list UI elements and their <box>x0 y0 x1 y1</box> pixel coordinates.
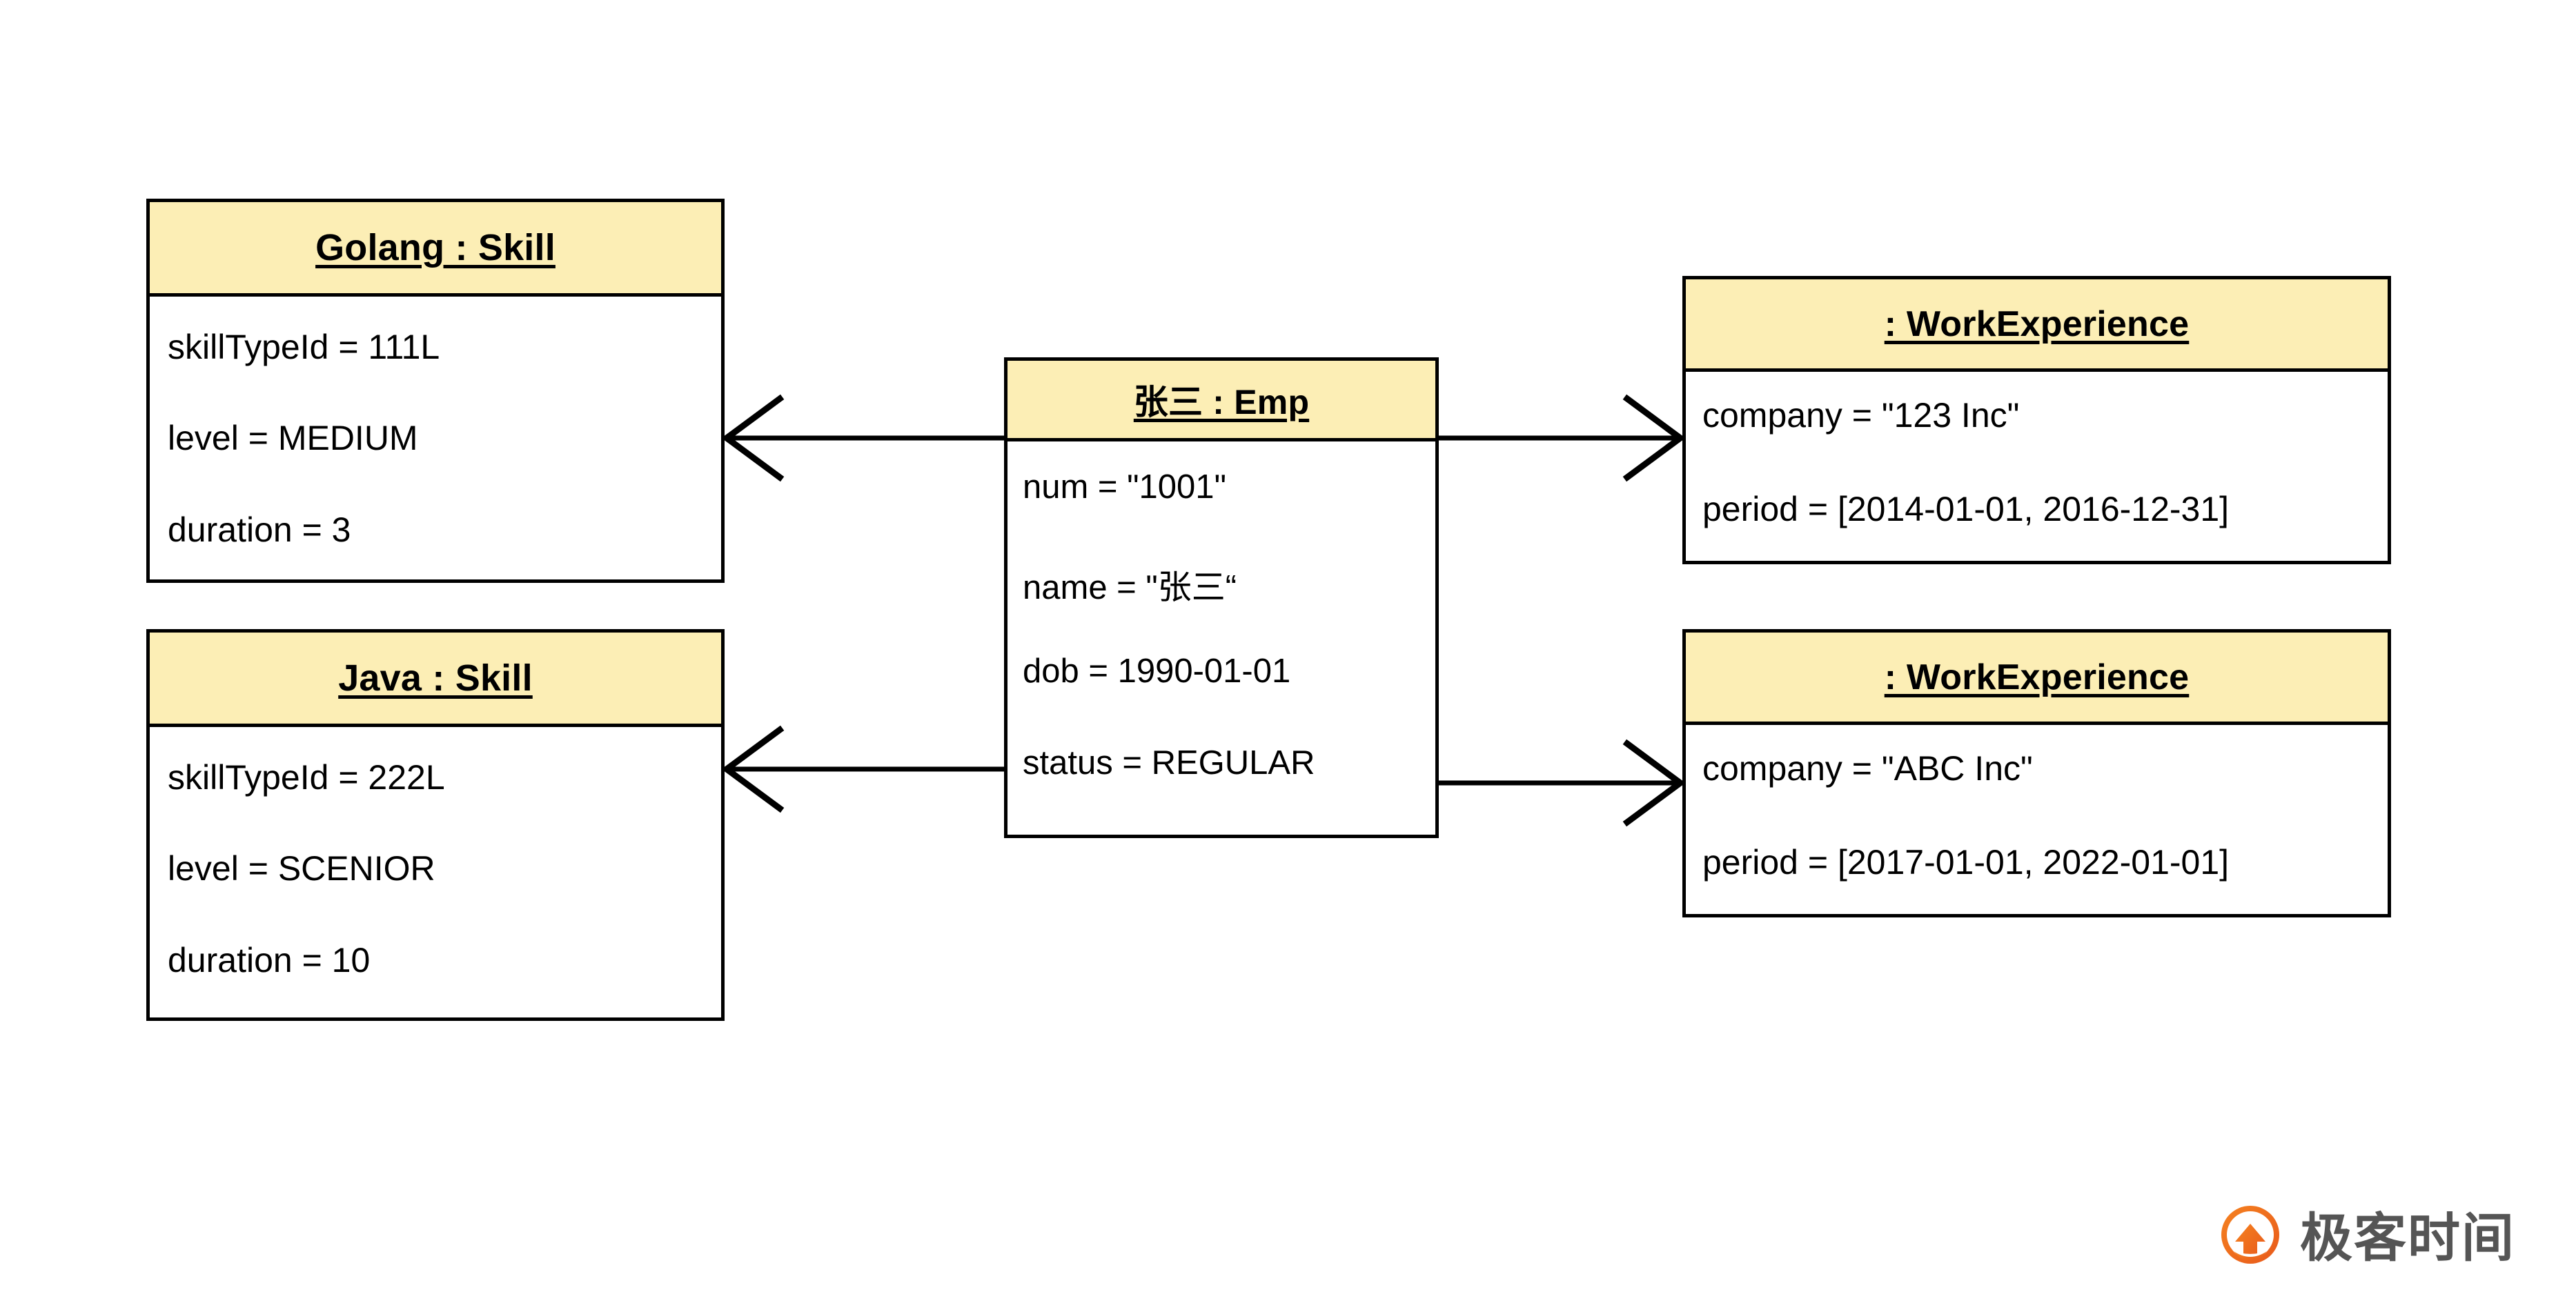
watermark: 极客时间 <box>2212 1200 2515 1278</box>
attribute-row: company = "ABC Inc" <box>1702 749 2033 788</box>
attribute-row: period = [2017-01-01, 2022-01-01] <box>1702 843 2230 882</box>
attribute-row: duration = 10 <box>168 941 371 980</box>
object-box-zhangsan-emp[interactable]: 张三 : Emp num = "1001" name = "张三“ dob = … <box>1004 357 1439 838</box>
object-title-work-experience-1: : WorkExperience <box>1884 304 2190 344</box>
attribute-row: level = MEDIUM <box>168 419 418 457</box>
object-header-work-experience-2: : WorkExperience <box>1686 633 2388 725</box>
object-box-work-experience-1[interactable]: : WorkExperience company = "123 Inc" per… <box>1682 276 2391 564</box>
attribute-row: duration = 3 <box>168 510 351 549</box>
object-box-golang-skill[interactable]: Golang : Skill skillTypeId = 111L level … <box>146 199 725 583</box>
object-title-work-experience-2: : WorkExperience <box>1884 657 2190 697</box>
object-body-golang-skill: skillTypeId = 111L level = MEDIUM durati… <box>150 297 721 579</box>
geektime-pin-logo-icon <box>2221 1206 2279 1264</box>
attribute-row: dob = 1990-01-01 <box>1023 653 1291 690</box>
object-box-work-experience-2[interactable]: : WorkExperience company = "ABC Inc" per… <box>1682 629 2391 917</box>
object-title-golang-skill: Golang : Skill <box>315 227 555 268</box>
watermark-text: 极客时间 <box>2300 1209 2515 1268</box>
attribute-row: skillTypeId = 222L <box>168 758 445 797</box>
object-body-work-experience-1: company = "123 Inc" period = [2014-01-01… <box>1686 372 2388 561</box>
object-header-golang-skill: Golang : Skill <box>150 202 721 297</box>
attribute-row: period = [2014-01-01, 2016-12-31] <box>1702 490 2230 528</box>
object-body-zhangsan-emp: num = "1001" name = "张三“ dob = 1990-01-0… <box>1007 441 1435 835</box>
object-title-java-skill: Java : Skill <box>338 657 533 699</box>
link-emp-to-work-2 <box>1439 739 1686 827</box>
link-emp-to-java <box>721 725 1004 813</box>
attribute-row: name = "张三“ <box>1023 569 1237 606</box>
object-header-work-experience-1: : WorkExperience <box>1686 279 2388 372</box>
attribute-row: num = "1001" <box>1023 468 1226 506</box>
attribute-row: status = REGULAR <box>1023 744 1315 782</box>
link-emp-to-work-1 <box>1439 394 1686 482</box>
object-header-zhangsan-emp: 张三 : Emp <box>1007 361 1435 441</box>
object-header-java-skill: Java : Skill <box>150 633 721 727</box>
object-box-java-skill[interactable]: Java : Skill skillTypeId = 222L level = … <box>146 629 725 1021</box>
object-title-zhangsan-emp: 张三 : Emp <box>1133 383 1310 421</box>
link-emp-to-golang <box>721 394 1004 482</box>
attribute-row: level = SCENIOR <box>168 849 435 888</box>
object-body-work-experience-2: company = "ABC Inc" period = [2017-01-01… <box>1686 725 2388 914</box>
attribute-row: company = "123 Inc" <box>1702 396 2020 435</box>
object-body-java-skill: skillTypeId = 222L level = SCENIOR durat… <box>150 727 721 1010</box>
attribute-row: skillTypeId = 111L <box>168 328 440 366</box>
